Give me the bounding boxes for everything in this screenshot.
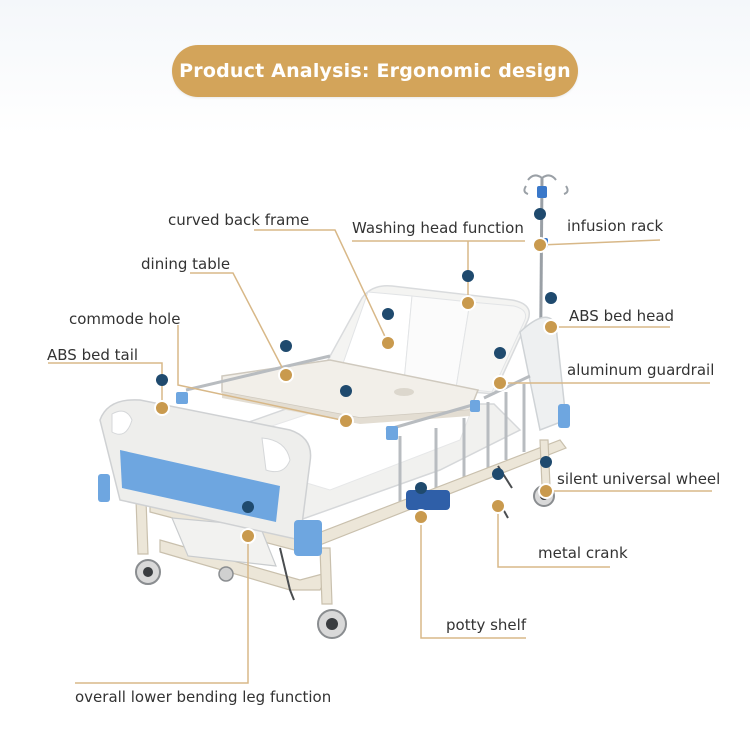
guardrail-right bbox=[483, 374, 531, 470]
leader-lines bbox=[48, 229, 712, 684]
label-overall-lower-bending-leg-function: overall lower bending leg function bbox=[75, 688, 332, 706]
head-corner-bumper bbox=[558, 404, 570, 428]
label-potty-shelf: potty shelf bbox=[446, 616, 527, 634]
marker-dots-gold bbox=[154, 237, 559, 544]
title-text: Product Analysis: Ergonomic design bbox=[179, 60, 571, 82]
marker-dots-navy bbox=[156, 208, 557, 513]
guardrail-left bbox=[185, 354, 477, 510]
label-washing-head-function: Washing head function bbox=[352, 219, 524, 237]
label-aluminum-guardrail: aluminum guardrail bbox=[567, 361, 715, 379]
label-silent-universal-wheel: silent universal wheel bbox=[557, 470, 721, 488]
abs-bed-tail-board bbox=[98, 399, 322, 556]
backrest bbox=[316, 285, 530, 395]
title-banner: Product Analysis: Ergonomic design bbox=[172, 45, 578, 97]
label-dining-table: dining table bbox=[141, 255, 231, 273]
label-abs-bed-tail: ABS bed tail bbox=[47, 346, 139, 364]
blue-basin-holder bbox=[406, 490, 450, 510]
label-metal-crank: metal crank bbox=[538, 544, 628, 562]
label-infusion-rack: infusion rack bbox=[567, 217, 664, 235]
label-abs-bed-head: ABS bed head bbox=[569, 307, 675, 325]
label-curved-back-frame: curved back frame bbox=[168, 211, 310, 229]
label-commode-hole: commode hole bbox=[69, 310, 181, 328]
